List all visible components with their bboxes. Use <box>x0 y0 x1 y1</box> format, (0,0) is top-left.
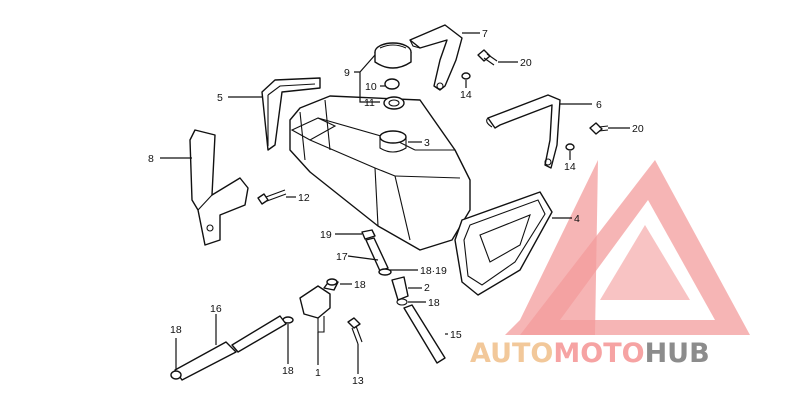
watermark-moto: MOTO <box>553 338 644 369</box>
callout-11: 11 <box>364 97 375 109</box>
callout-3: 3 <box>424 137 430 149</box>
bolts <box>257 49 609 345</box>
callout-9: 9 <box>344 67 350 79</box>
watermark-text: AUTOMOTOHUB <box>470 338 710 369</box>
callout-12: 12 <box>298 192 310 204</box>
fuel-cap-assembly <box>374 42 412 110</box>
callout-14-top: 14 <box>460 89 472 101</box>
part-5-cushion <box>261 77 321 151</box>
callout-6: 6 <box>596 99 602 111</box>
svg-text:AUTOMOTOHUB: AUTOMOTOHUB <box>470 338 710 369</box>
callout-5: 5 <box>217 92 223 104</box>
callout-18-valve-top: 18 <box>354 279 366 291</box>
bolt-12 <box>257 189 287 205</box>
fuel-lines <box>170 229 446 381</box>
watermark-hub: HUB <box>645 338 710 369</box>
callout-1: 1 <box>315 367 321 379</box>
callout-18-hose-end: 18 <box>170 324 182 336</box>
bolt-20-top <box>477 49 498 66</box>
callout-14-right: 14 <box>564 161 576 173</box>
watermark-auto: AUTO <box>470 338 553 369</box>
watermark-logo <box>505 160 750 335</box>
callout-17: 17 <box>336 251 348 263</box>
callout-15: 15 <box>450 329 462 341</box>
part-7-bracket <box>409 24 463 91</box>
callout-20-top: 20 <box>520 57 532 69</box>
callout-20-right: 20 <box>632 123 644 135</box>
washers-14 <box>461 72 575 151</box>
callout-labels: 1 2 3 4 5 6 7 8 9 10 11 12 13 14 14 15 1… <box>148 28 644 387</box>
bolt-20-right <box>589 122 609 135</box>
callout-7: 7 <box>482 28 488 40</box>
callout-16: 16 <box>210 303 222 315</box>
watermark-triangle-left <box>505 160 598 335</box>
callout-10: 10 <box>365 81 377 93</box>
callout-13: 13 <box>352 375 364 387</box>
leader-lines <box>160 32 630 374</box>
callout-2: 2 <box>424 282 430 294</box>
fuel-tank <box>289 95 471 251</box>
callout-18-valve-bottom: 18 <box>282 365 294 377</box>
callout-19: 19 <box>320 229 332 241</box>
callout-18-19: 18·19 <box>420 265 447 277</box>
bolt-13 <box>347 317 363 345</box>
callout-18-fitting: 18 <box>428 297 440 309</box>
callout-8: 8 <box>148 153 154 165</box>
watermark-triangle-core <box>600 225 690 300</box>
callout-4: 4 <box>574 213 580 225</box>
part-6-bracket <box>486 94 561 169</box>
part-4-cushion <box>454 191 553 296</box>
part-8-bracket <box>189 129 249 246</box>
